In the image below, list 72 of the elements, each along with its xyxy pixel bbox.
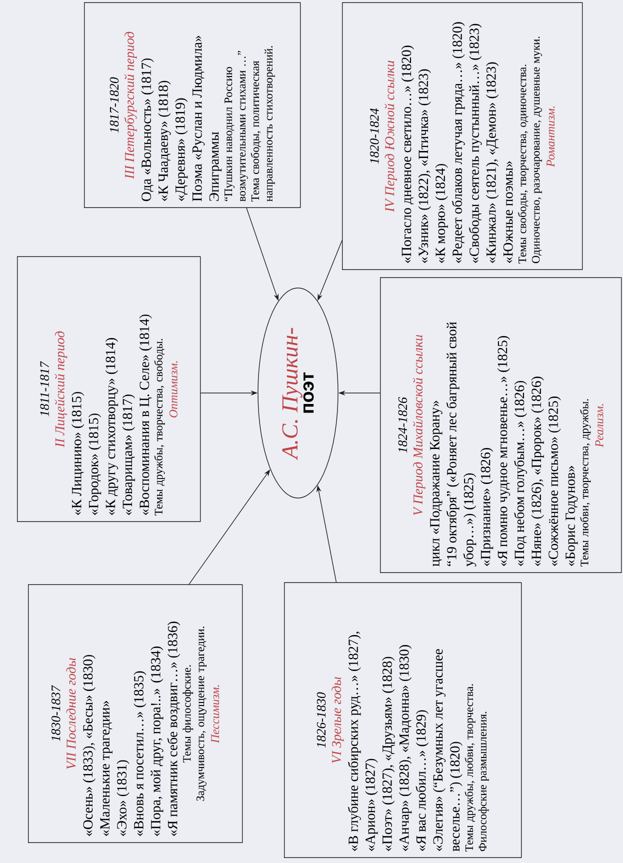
work-entry: «Вновь я посетил…» (1835) bbox=[134, 671, 146, 836]
period-box bbox=[17, 256, 201, 522]
theme-note: Темы любви, творчества, дружбы. bbox=[580, 399, 591, 566]
poet-caption: поэт bbox=[303, 372, 314, 413]
work-entry: «Под небом голубым…» (1826) bbox=[514, 380, 528, 566]
period-box bbox=[28, 584, 243, 843]
work-entry: «К морю» (1824) bbox=[435, 164, 448, 263]
work-entry: «Деревня» (1819) bbox=[175, 98, 188, 201]
work-entry: «Пора, мой друг, пора!..» (1834) bbox=[150, 646, 164, 836]
theme-note: Темы дружбы, творчества, свободы. bbox=[154, 338, 165, 516]
theme-note: “Пушкин наводнил Россию возмутительными стихами …” bbox=[224, 50, 248, 202]
work-entry: «Арион» (1827) bbox=[365, 758, 378, 851]
mood-label: Романтизм. bbox=[546, 106, 555, 167]
poet-name: А.С. Пушкин- bbox=[282, 328, 302, 460]
work-entry: цикл «Подражание Корану» bbox=[430, 400, 442, 566]
period-title: VII Последние годы bbox=[66, 658, 76, 769]
work-entry: «Воспоминания в Ц. Селе» (1814) bbox=[139, 314, 152, 515]
period-title: IV Период Южной ссылки bbox=[384, 60, 397, 212]
work-entry: «Элегия» (“Безумных лет угасшее веселье…”) (1820) bbox=[432, 649, 462, 852]
work-entry: «Эхо» (1831) bbox=[116, 760, 130, 836]
date-range: 1820-1824 bbox=[370, 108, 379, 164]
work-entry: «Няне» (1826), «Пророк» (1826) bbox=[531, 376, 544, 566]
work-entry: «Анчар» (1828), «Мадонна» (1830) bbox=[398, 645, 412, 851]
theme-note: Задумчивость, ощущение трагедии. bbox=[196, 626, 207, 801]
work-entry: «Я памятник себе воздвиг…» (1836) bbox=[167, 622, 180, 836]
period-box bbox=[84, 2, 301, 208]
work-entry: «Узник» (1822), «Птичка» (1823) bbox=[418, 69, 431, 263]
period-title: III Петербургский период bbox=[124, 32, 137, 179]
date-range: 1826-1830 bbox=[316, 692, 326, 748]
theme-note: Темы свободы, творчества, одиночества. bbox=[518, 64, 529, 264]
theme-note: Темы дружбы, любви, творчества. bbox=[464, 684, 476, 852]
mood-label: Реализм. bbox=[595, 404, 604, 448]
period-title: VI Зрелые годы bbox=[332, 677, 344, 763]
theme-note: Темы философские. bbox=[182, 665, 194, 763]
date-range: 1830-1837 bbox=[52, 685, 60, 742]
period-box bbox=[380, 277, 622, 573]
theme-note: Философские размышления. bbox=[478, 712, 489, 852]
work-entry: «Городок» (1815) bbox=[88, 414, 102, 515]
work-entry: «Южные поэмы» bbox=[503, 161, 513, 263]
theme-note: Тема свободы, политическая направленность стихотворений. bbox=[250, 46, 275, 202]
work-entry: «Товарищам» (1817) bbox=[122, 394, 135, 515]
mood-label: Пессимизм. bbox=[211, 685, 220, 744]
work-entry: Ода «Вольность» (1817) bbox=[141, 58, 154, 202]
date-range: 1811-1817 bbox=[40, 361, 49, 416]
work-entry: Эпиграммы bbox=[209, 132, 222, 201]
work-entry: «Поэт» (1827), «Друзьям» (1828) bbox=[382, 656, 395, 851]
work-entry: «В глубине сибирских руд…» (1827), bbox=[348, 632, 361, 851]
work-entry: «Я вас любил…» (1829) bbox=[416, 710, 429, 851]
work-entry: «Я помню чудное мгновенье…» (1825) bbox=[497, 336, 510, 566]
work-entry: «Борис Годунов» bbox=[566, 466, 578, 566]
date-range: 1817-1820 bbox=[110, 77, 119, 133]
period-box bbox=[284, 582, 522, 858]
period-title: V Период Михайловской ссылки bbox=[412, 334, 426, 516]
work-entry: «К Лицинию» (1815) bbox=[72, 392, 84, 515]
work-entry: «Осень» (1833), «Бесы» (1830) bbox=[82, 655, 96, 836]
work-entry: «Кинжал» (1821), «Демон» (1823) bbox=[486, 62, 499, 263]
work-entry: Поэма «Руслан и Людмила» bbox=[192, 36, 205, 202]
work-entry: «Маленькие трагедии» bbox=[100, 701, 112, 836]
work-entry: «К Чаадаеву» (1818) bbox=[158, 80, 171, 201]
theme-note: Одиночество, разочарование, душевные муки. bbox=[532, 36, 542, 264]
poet-ellipse bbox=[258, 288, 338, 498]
period-title: II Лицейский период bbox=[54, 331, 68, 448]
work-entry: «К другу стихотворцу» (1814) bbox=[105, 338, 118, 515]
date-range: 1824-1826 bbox=[398, 397, 408, 453]
work-entry: «Сожжённое письмо» (1825) bbox=[548, 396, 561, 566]
work-entry: «Погасло дневное светило…» (1820) bbox=[401, 46, 414, 263]
mood-label: Оптимизм. bbox=[169, 361, 178, 418]
period-box bbox=[342, 2, 583, 270]
work-entry: «Признание» (1826) bbox=[480, 448, 494, 566]
work-entry: «Редеет облаков летучая гряда…» (1820) bbox=[452, 22, 465, 263]
work-entry: “19 октября” («Роняет лес багряный свой убор…») (1825) bbox=[446, 322, 476, 566]
work-entry: «Свободы сеятель пустынный…» (1823) bbox=[468, 24, 482, 263]
